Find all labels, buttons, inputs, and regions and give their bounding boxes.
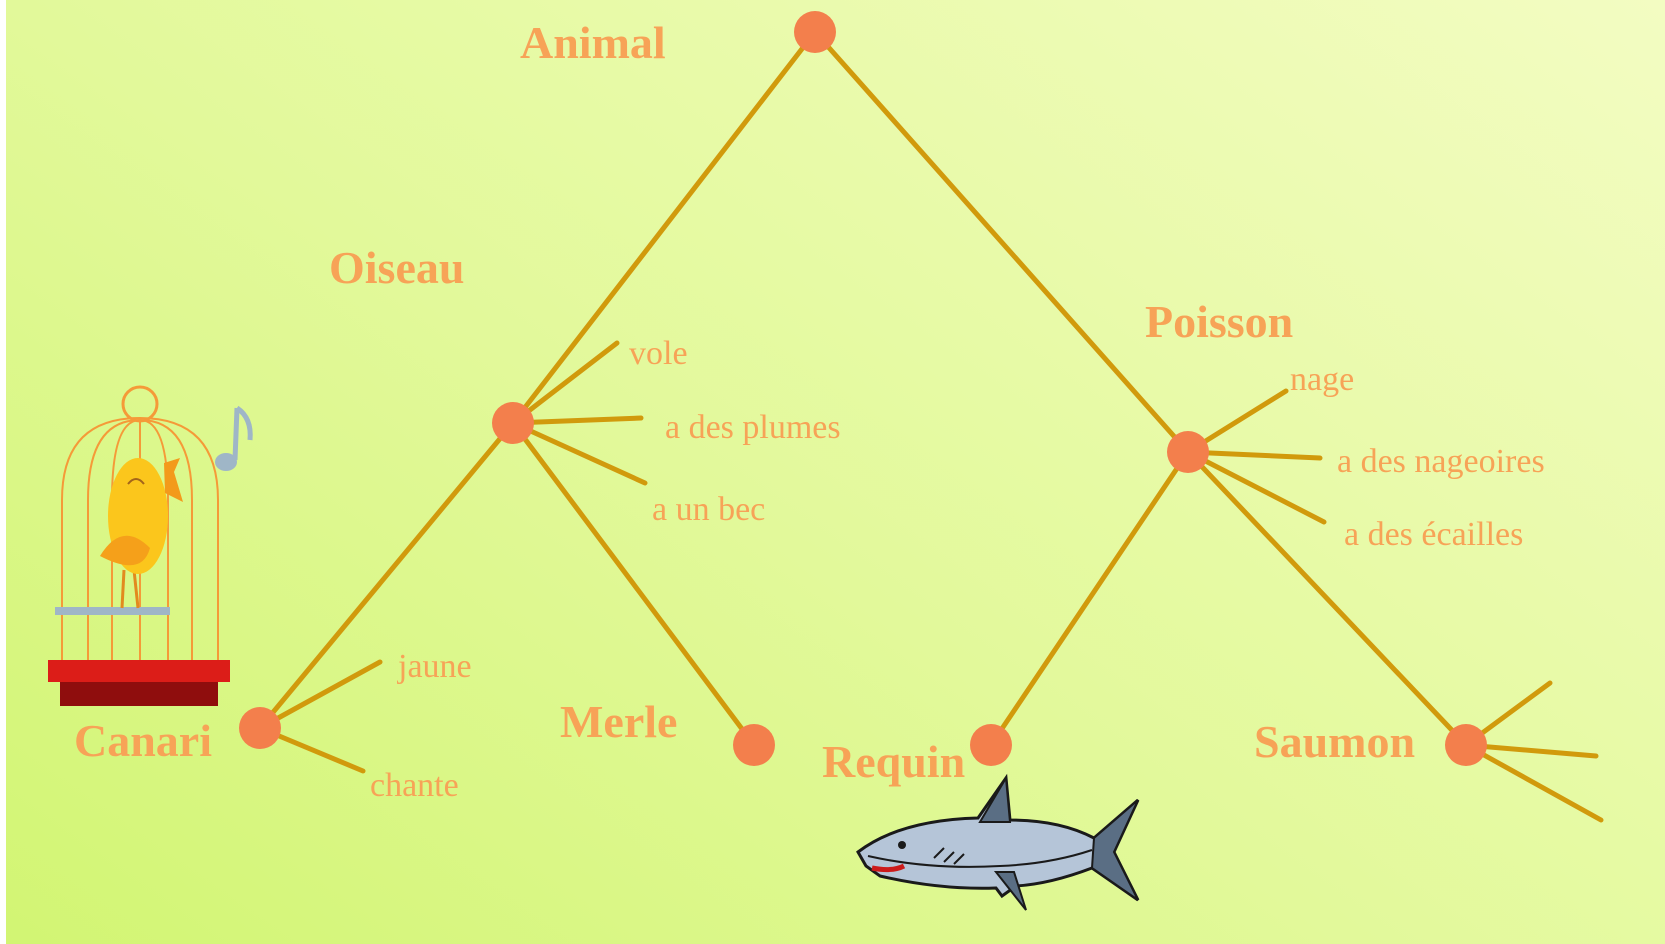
music-note-icon [215,405,253,471]
canary-cage-illustration [48,385,230,706]
spoke-poisson-nageoires [1185,449,1323,461]
node-merle [733,724,775,766]
edge-animal-poisson [812,29,1191,455]
edge-poisson-saumon [1185,449,1469,748]
spoke-saumon-3 [1463,742,1604,823]
edge-poisson-requin [988,449,1191,748]
node-canari [239,707,281,749]
node-oiseau [492,402,534,444]
edge-oiseau-merle [510,420,757,748]
node-poisson [1167,431,1209,473]
prop-oiseau-bec: a un bec [652,491,765,528]
edge-oiseau-canari [257,420,516,731]
spoke-oiseau-plumes [510,415,644,426]
spoke-saumon-2 [1463,742,1599,759]
spoke-poisson-ecailles [1185,449,1327,525]
background [6,0,1665,944]
prop-oiseau-plumes: a des plumes [665,409,841,446]
prop-poisson-ecailles: a des écailles [1344,516,1523,553]
spoke-oiseau-vole [510,340,620,426]
edge-animal-oiseau [510,29,818,426]
node-animal [794,11,836,53]
prop-oiseau-vole: vole [629,335,688,372]
node-requin [970,724,1012,766]
prop-canari-chante: chante [370,767,459,804]
label-poisson: Poisson [1145,296,1293,347]
node-saumon [1445,724,1487,766]
label-oiseau: Oiseau [329,242,464,293]
spoke-oiseau-bec [510,420,648,486]
canary-icon [100,458,183,609]
label-saumon: Saumon [1254,716,1415,767]
spoke-canari-jaune [257,659,383,731]
prop-poisson-nageoires: a des nageoires [1337,443,1545,480]
label-requin: Requin [822,736,965,787]
prop-poisson-nage: nage [1290,361,1354,398]
shark-illustration [856,773,1140,911]
prop-canari-jaune: jaune [397,648,472,685]
label-canari: Canari [74,715,212,766]
label-merle: Merle [560,696,677,747]
label-animal: Animal [520,17,666,68]
